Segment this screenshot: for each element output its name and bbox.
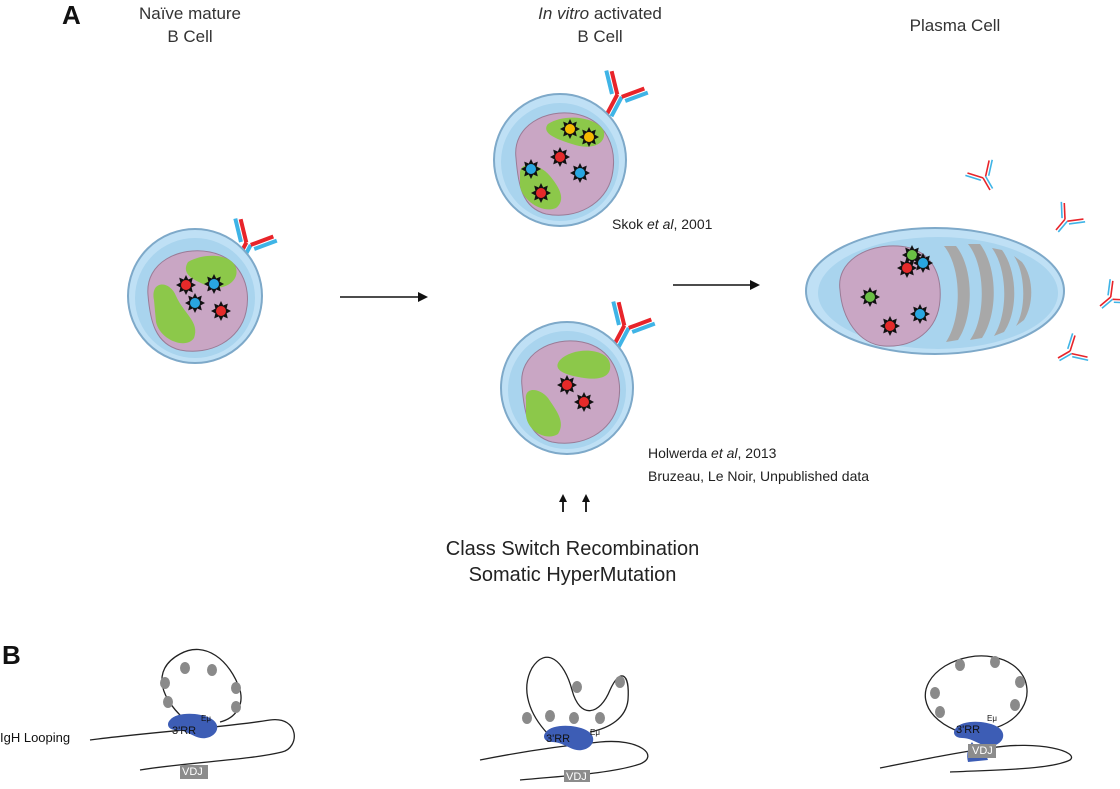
- loop-dots-naive: [160, 662, 241, 713]
- arrow-activated-to-plasma: [673, 280, 760, 290]
- plasma-er-band-4: [1014, 256, 1032, 326]
- naive-locus-blue-2: [185, 293, 205, 313]
- rr-label-plasma: 3'RR: [956, 724, 981, 736]
- vdj-box-activated: [564, 770, 590, 782]
- secreted-antibody-4: [1050, 332, 1090, 374]
- panel-label-a: A: [62, 0, 81, 30]
- activated-bottom-locus-red-1: [557, 375, 577, 395]
- plasma-locus-green-2: [860, 287, 880, 307]
- naive-heterochromatin-bottom: [153, 284, 196, 344]
- plasma-locus-red-1: [897, 258, 917, 278]
- rr-blob-activated: [544, 725, 594, 751]
- activated-bottom-locus-red-2: [574, 392, 594, 412]
- secreted-antibody-2: [1044, 200, 1087, 242]
- process-shm: Somatic HyperMutation: [468, 564, 677, 586]
- plasma-er-band-3: [992, 248, 1015, 336]
- igh-looping-label: IgH Looping: [0, 730, 71, 745]
- arrow-naive-to-activated: [340, 292, 428, 302]
- stage-label-naive: Naïve mature B Cell: [120, 2, 260, 48]
- loop-dots-activated: [522, 676, 625, 724]
- naive-locus-red-1: [176, 275, 196, 295]
- reference-skok: Skok et al, 2001: [612, 216, 712, 232]
- reference-holwerda-year: , 2013: [737, 445, 777, 461]
- naive-locus-blue-1: [204, 274, 224, 294]
- vdj-box-plasma: [968, 744, 996, 758]
- vdj-box-naive: [180, 765, 208, 779]
- activated-top-locus-red-2: [531, 183, 551, 203]
- activated-bottom-heterochromatin-2: [525, 390, 561, 437]
- activated-b-cell-bottom: [500, 300, 656, 455]
- naive-locus-red-2: [211, 301, 231, 321]
- reference-holwerda: Holwerda et al, 2013: [648, 445, 776, 461]
- stage-label-naive-line1: Naïve mature: [138, 4, 242, 23]
- igh-loop-naive: [89, 648, 295, 771]
- naive-heterochromatin-top: [185, 255, 237, 288]
- reference-bruzeau: Bruzeau, Le Noir, Unpublished data: [648, 468, 870, 484]
- plasma-cell: [805, 227, 1065, 355]
- reference-holwerda-etal: et al: [711, 445, 738, 461]
- secreted-antibody-3: [1090, 277, 1120, 320]
- plasma-er-band-1: [944, 246, 970, 342]
- activated-top-locus-red-1: [550, 147, 570, 167]
- plasma-nucleus: [839, 245, 941, 347]
- igh-loop-plasma: [879, 655, 1073, 773]
- emu-label-activated: Eμ: [590, 728, 600, 737]
- plasma-locus-blue-1: [913, 253, 933, 273]
- rr-blob-plasma: [954, 721, 1004, 747]
- activated-top-locus-yellow-1: [560, 119, 580, 139]
- loop-dots-plasma: [930, 656, 1025, 718]
- vdj-label-activated: VDJ: [566, 771, 587, 783]
- rr-label-activated: 3'RR: [546, 733, 571, 745]
- rr-label-naive: 3'RR: [172, 725, 197, 737]
- plasma-locus-blue-2: [910, 304, 930, 324]
- process-csr: Class Switch Recombination: [445, 538, 700, 560]
- stage-label-naive-line2: B Cell: [167, 27, 213, 46]
- emu-label-naive: Eμ: [201, 714, 211, 723]
- vdj-label-naive: VDJ: [182, 766, 203, 778]
- stage-label-plasma: Plasma Cell: [909, 16, 1001, 35]
- vdj-label-plasma: VDJ: [972, 745, 993, 757]
- process-arrows: [559, 494, 590, 512]
- panel-label-b: B: [2, 640, 21, 670]
- stage-label-activated: In vitro activated B Cell: [500, 2, 700, 48]
- plasma-er-band-2: [968, 244, 994, 340]
- stage-label-activated-line2: B Cell: [577, 27, 623, 46]
- reference-skok-author: Skok: [612, 216, 648, 232]
- plasma-locus-green-1: [902, 245, 922, 265]
- activated-b-cell-top: [493, 69, 649, 227]
- secreted-antibody-1: [964, 158, 1006, 198]
- reference-holwerda-author: Holwerda: [648, 445, 712, 461]
- rr-blob-naive: [168, 713, 218, 739]
- emu-label-plasma: Eμ: [987, 714, 997, 723]
- process-labels: Class Switch Recombination Somatic Hyper…: [430, 536, 715, 588]
- activated-top-locus-blue-1: [521, 159, 541, 179]
- reference-skok-year: , 2001: [673, 216, 713, 232]
- naive-b-cell: [127, 217, 278, 364]
- plasma-locus-red-2: [880, 316, 900, 336]
- activated-top-locus-yellow-2: [579, 127, 599, 147]
- activated-top-locus-blue-2: [570, 163, 590, 183]
- stage-label-activated-italic: In vitro: [538, 4, 590, 23]
- stage-label-activated-rest: activated: [589, 4, 662, 23]
- reference-skok-etal: et al: [647, 216, 674, 232]
- activated-bottom-heterochromatin-1: [557, 350, 611, 379]
- igh-loop-activated: [479, 656, 649, 781]
